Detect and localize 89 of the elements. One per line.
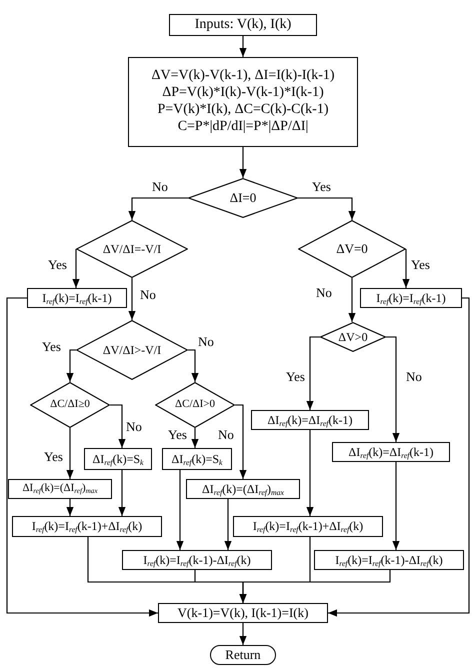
arrow <box>239 147 247 178</box>
decision-diamond <box>76 320 188 380</box>
node-text: ΔI$_{ref}$(k)=S$_{k}$ <box>92 452 144 466</box>
node-text: I$_{ref}$(k)=I$_{ref}$(k-1)-ΔI$_{ref}$(k) <box>335 552 443 568</box>
edge-label: Yes <box>48 258 67 271</box>
edge-label: No <box>198 335 214 348</box>
arrow <box>128 197 188 220</box>
node-text: ΔI$_{ref}$(k)=ΔI$_{ref}$(k-1) <box>268 412 352 428</box>
arrow <box>306 430 314 516</box>
node-text: ΔV/ΔI=-V/I <box>102 242 162 256</box>
process-box <box>162 448 232 470</box>
arrow <box>239 36 247 57</box>
edge-label: No <box>126 420 142 433</box>
arrow <box>402 248 410 288</box>
arrow <box>110 404 126 448</box>
arrow <box>224 499 232 550</box>
arrow <box>235 404 247 479</box>
arrow <box>239 570 391 603</box>
node-text: C=P*|dP/dI|=P*|ΔP/ΔI| <box>178 118 308 136</box>
edge-label: Yes <box>44 450 63 463</box>
arrow <box>66 349 76 382</box>
process-box <box>169 14 317 36</box>
arrow <box>306 336 320 410</box>
arrow <box>6 297 158 617</box>
arrow <box>239 623 247 645</box>
arrow <box>392 462 400 550</box>
process-box <box>332 442 450 462</box>
decision-diamond <box>30 382 110 428</box>
process-box <box>233 516 383 537</box>
node-text: ΔV=V(k)-V(k-1), ΔI=I(k)-I(k-1) <box>151 68 335 86</box>
node-text: ΔI=0 <box>230 190 256 206</box>
process-box <box>122 550 272 570</box>
node-text: I$_{ref}$(k)=I$_{ref}$(k-1)+ΔI$_{ref}$(k) <box>32 519 142 534</box>
node-text: I$_{ref}$(k)=I$_{ref}$(k-1)+ΔI$_{ref}$(k) <box>252 519 364 534</box>
edge-label: Yes <box>168 428 187 441</box>
decision-diamond <box>298 220 406 278</box>
process-box <box>186 479 300 499</box>
edge-label: No <box>406 370 422 383</box>
process-box <box>251 410 369 430</box>
node-text: ΔV=0 <box>336 241 368 257</box>
arrow <box>348 278 356 322</box>
node-text: I$_{ref}$(k)=I$_{ref}$(k-1) <box>376 290 446 306</box>
edge-label: Yes <box>312 180 331 193</box>
node-text: ΔI$_{ref}$(k)=S$_{k}$ <box>172 452 222 466</box>
edge-label: No <box>218 428 234 441</box>
process-box <box>12 516 162 537</box>
edge-label: No <box>152 180 168 193</box>
edge-label: Yes <box>286 370 305 383</box>
node-text: P=V(k)*I(k), ΔC=C(k)-C(k-1) <box>158 102 328 119</box>
node-text: ΔI$_{ref}$(k)=(ΔI$_{ref}$)$_{max}$ <box>22 482 98 496</box>
arrow <box>386 336 400 442</box>
terminal-box <box>210 645 276 665</box>
node-text: ΔI$_{ref}$(k)=ΔI$_{ref}$(k-1) <box>348 444 434 460</box>
decision-diamond <box>155 382 235 428</box>
arrow <box>188 349 199 382</box>
process-box <box>314 550 464 570</box>
node-text: ΔC/ΔI>0 <box>175 398 215 412</box>
arrow <box>328 297 470 617</box>
process-box <box>84 448 152 470</box>
edge-label: No <box>316 286 332 299</box>
node-text: V(k-1)=V(k), I(k-1)=I(k) <box>178 605 308 621</box>
decision-diamond <box>320 322 386 352</box>
process-box <box>8 479 112 499</box>
arrow <box>191 428 199 448</box>
arrow <box>176 470 184 550</box>
arrow <box>298 197 356 220</box>
edge-label: Yes <box>42 340 61 353</box>
arrow <box>66 428 74 479</box>
node-text: ΔC/ΔI≥0 <box>50 398 90 412</box>
arrow <box>128 278 136 320</box>
arrow <box>72 248 80 288</box>
node-text: ΔI$_{ref}$(k)=(ΔI$_{ref}$)$_{max}$ <box>202 482 284 496</box>
process-box <box>27 288 127 308</box>
process-box <box>158 603 328 623</box>
node-text: ΔP=V(k)*I(k)-V(k-1)*I(k-1) <box>162 85 324 102</box>
node-text: I$_{ref}$(k)=I$_{ref}$(k-1)-ΔI$_{ref}$(k) <box>143 552 251 568</box>
process-box <box>360 288 462 308</box>
decision-diamond <box>76 220 188 278</box>
arrow <box>118 470 126 516</box>
arrow <box>66 499 74 516</box>
process-box <box>128 57 358 147</box>
edge-label: No <box>140 288 156 301</box>
node-text: Inputs: V(k), I(k) <box>194 16 292 34</box>
edge-label: Yes <box>411 258 430 271</box>
node-text: Return <box>225 647 261 663</box>
node-text: I$_{ref}$(k)=I$_{ref}$(k-1) <box>42 290 112 306</box>
node-text: ΔV>0 <box>338 330 368 344</box>
decision-diamond <box>188 178 298 218</box>
node-text: ΔV/ΔI>-V/I <box>102 342 162 358</box>
